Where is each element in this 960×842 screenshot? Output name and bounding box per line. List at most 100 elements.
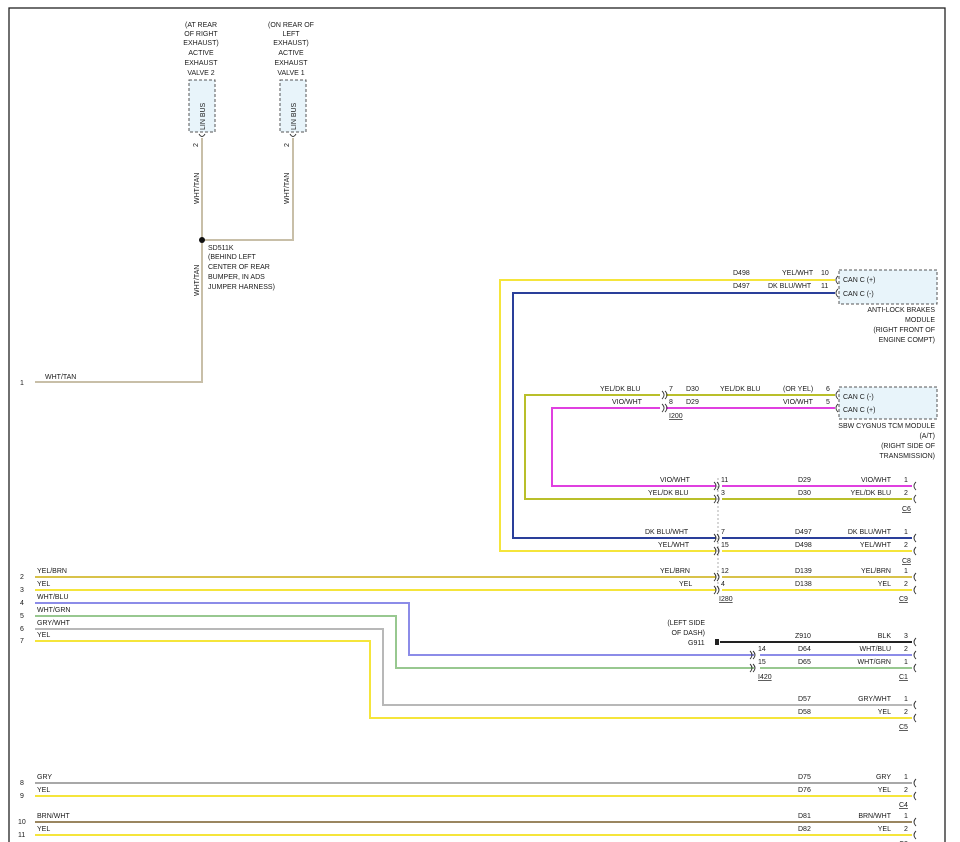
tcm-connector-box xyxy=(838,386,938,420)
c6-label: C6 xyxy=(902,506,911,513)
valve2-wire-color: WHT/TAN xyxy=(194,173,201,204)
wire-wht-tan-valve2 xyxy=(35,138,203,383)
valve1-line1: (ON REAR OF xyxy=(268,22,314,29)
c4-circuit-2: D76 xyxy=(798,787,811,794)
g911-location-2: OF DASH) xyxy=(672,630,705,637)
tcm-alt-color: (OR YEL) xyxy=(783,386,813,393)
pin-5-number: 5 xyxy=(20,613,24,620)
wire-d29-left xyxy=(551,407,716,487)
valve1-pin: 2 xyxy=(284,143,291,147)
splice-line3: BUMPER, IN ADS xyxy=(208,274,265,281)
abs-module: D498 YEL/WHT 10 D497 DK BLU/WHT 11 CAN C… xyxy=(499,269,938,552)
pin-2-number: 2 xyxy=(20,574,24,581)
c8-right-color-1: DK BLU/WHT xyxy=(848,529,892,536)
c1-terminals xyxy=(913,637,917,673)
i420-label: I420 xyxy=(758,674,772,681)
pin-4-number: 4 xyxy=(20,600,24,607)
active-exhaust-valve-1: (ON REAR OF LEFT EXHAUST) ACTIVE EXHAUST… xyxy=(268,22,314,204)
splice-line1: (BEHIND LEFT xyxy=(208,254,257,261)
wire-d64-wht-blu xyxy=(35,602,912,656)
abs-can-c-plus: CAN C (+) xyxy=(843,277,875,284)
c8-inline-symbol xyxy=(713,533,720,556)
c9-inline-pin-2: 4 xyxy=(721,581,725,588)
ground-g911-symbol xyxy=(715,639,719,645)
valve2-connector-box xyxy=(188,79,216,133)
wire-wht-tan-valve1 xyxy=(202,138,294,241)
c6-right-color-1: VIO/WHT xyxy=(861,477,892,484)
c1-color-wht-blu: WHT/BLU xyxy=(860,646,892,653)
connector-c5: 6 GRY/WHT 7 YEL D57 GRY/WHT 1 D58 YEL 2 … xyxy=(20,620,917,731)
c5-color-2: YEL xyxy=(878,709,891,716)
tcm-left-color-2: VIO/WHT xyxy=(612,399,643,406)
valve1-wire-color: WHT/TAN xyxy=(284,173,291,204)
c8-pin-2: 2 xyxy=(904,542,908,549)
c1-label: C1 xyxy=(899,674,908,681)
pin-4-color: WHT/BLU xyxy=(37,594,69,601)
tcm-can-c-plus: CAN C (+) xyxy=(843,407,875,414)
tcm-title-1: SBW CYGNUS TCM MODULE xyxy=(838,423,935,430)
c4-label: C4 xyxy=(899,802,908,809)
abs-circuit-1: D498 xyxy=(733,270,750,277)
c4-terminals xyxy=(913,778,917,801)
wire-d497-dk-blu-wht xyxy=(512,292,835,539)
tcm-pin-1: 6 xyxy=(826,386,830,393)
abs-terminals xyxy=(835,275,839,298)
abs-connector-box xyxy=(838,269,938,305)
c9-circuit-2: D138 xyxy=(795,581,812,588)
tcm-left-color-1: YEL/DK BLU xyxy=(600,386,640,393)
pin-10-number: 10 xyxy=(18,819,26,826)
c6-terminals xyxy=(913,481,917,504)
tcm-module: YEL/DK BLU 7 D30 YEL/DK BLU (OR YEL) 6 V… xyxy=(524,386,938,500)
pin-9-color: YEL xyxy=(37,787,50,794)
tcm-title-2: (A/T) xyxy=(919,433,935,440)
tcm-right-color-2: VIO/WHT xyxy=(783,399,814,406)
abs-color-2: DK BLU/WHT xyxy=(768,283,812,290)
c5-label: C5 xyxy=(899,724,908,731)
c6-circuit-2: D30 xyxy=(798,490,811,497)
valve2-line6: VALVE 2 xyxy=(187,70,214,77)
c9-pin-2: 2 xyxy=(904,581,908,588)
abs-title-1: ANTI-LOCK BRAKES xyxy=(867,307,935,314)
abs-circuit-2: D497 xyxy=(733,283,750,290)
abs-title-2: MODULE xyxy=(905,317,935,324)
c2-circuit-2: D82 xyxy=(798,826,811,833)
pin-10-color: BRN/WHT xyxy=(37,813,70,820)
g911-name: G911 xyxy=(688,640,705,647)
c6-inline-pin-2: 3 xyxy=(721,490,725,497)
valve2-line1: (AT REAR xyxy=(185,22,217,29)
wire-d498-yel-wht xyxy=(499,279,835,552)
valve1-line5: EXHAUST xyxy=(274,60,308,67)
c8-left-color-1: DK BLU/WHT xyxy=(645,529,689,536)
c2-terminals xyxy=(913,817,917,840)
pin-7-number: 7 xyxy=(20,638,24,645)
splice-dot xyxy=(199,237,205,243)
c5-terminals xyxy=(913,700,917,723)
tcm-title-4: TRANSMISSION) xyxy=(879,453,935,460)
c1-pin-3: 3 xyxy=(904,633,908,640)
c1-circuit-d64: D64 xyxy=(798,646,811,653)
wire-d65-wht-grn xyxy=(35,615,912,669)
c8-right-color-2: YEL/WHT xyxy=(860,542,892,549)
tcm-circuit-2: D29 xyxy=(686,399,699,406)
wire-d30-left xyxy=(524,394,716,500)
abs-pin-1: 10 xyxy=(821,270,829,277)
valve2-line4: ACTIVE xyxy=(188,50,214,57)
pin-8-color: GRY xyxy=(37,774,52,781)
splice-wire-color: WHT/TAN xyxy=(194,265,201,296)
abs-pin-2: 11 xyxy=(821,283,828,290)
c4-pin-1: 1 xyxy=(904,774,908,781)
c2-pin-2: 2 xyxy=(904,826,908,833)
c1-inline-pin-15: 15 xyxy=(758,659,766,666)
c6-right-color-2: YEL/DK BLU xyxy=(851,490,891,497)
valve2-line5: EXHAUST xyxy=(184,60,218,67)
c5-circuit-2: D58 xyxy=(798,709,811,716)
pin-1-number: 1 xyxy=(20,380,24,387)
valve1-line2: LEFT xyxy=(282,31,300,38)
pin-11-color: YEL xyxy=(37,826,50,833)
c8-inline-pin-2: 15 xyxy=(721,542,729,549)
tcm-left-pin-2: 8 xyxy=(669,399,673,406)
g911-location-1: (LEFT SIDE xyxy=(667,620,705,627)
c1-color-wht-grn: WHT/GRN xyxy=(858,659,891,666)
c6-circuit-1: D29 xyxy=(798,477,811,484)
